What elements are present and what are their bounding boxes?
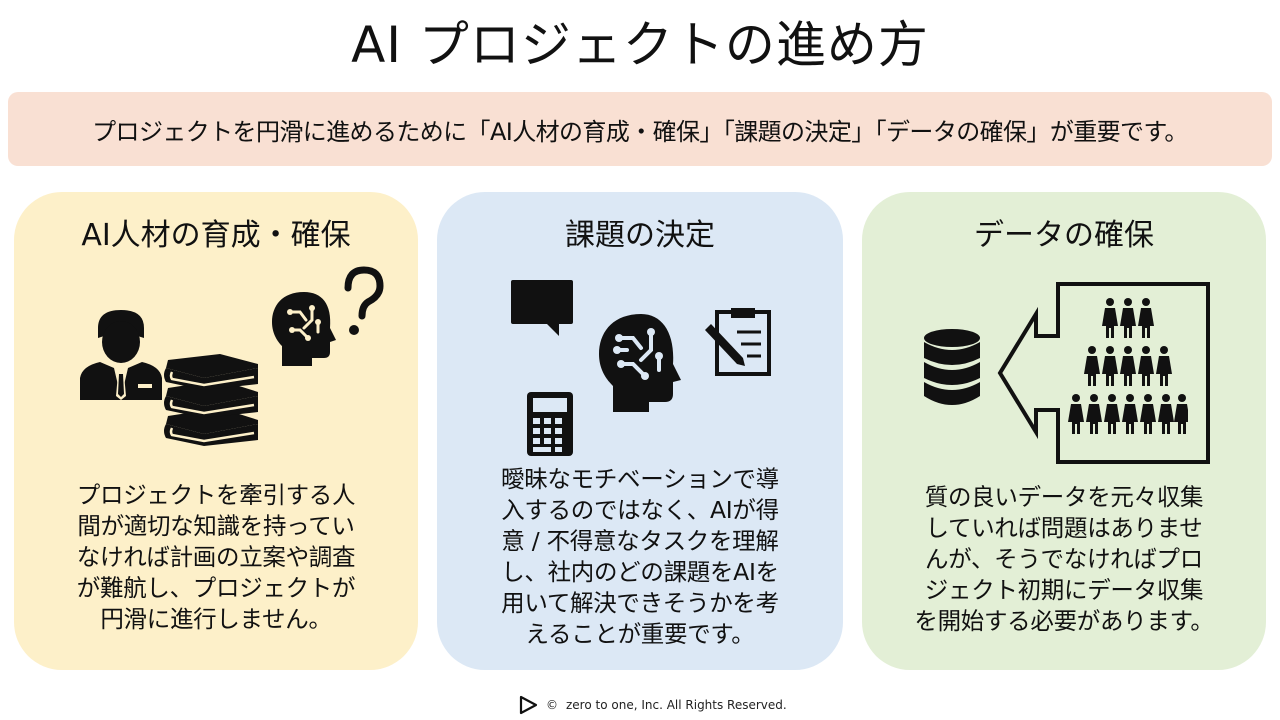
card-title: データの確保 bbox=[974, 218, 1154, 253]
card-description-line: 曖昧なモチベーションで導 bbox=[501, 465, 779, 493]
card-description: プロジェクトを牽引する人 間が適切な知識を持ってい なければ計画の立案や調査 が… bbox=[14, 480, 418, 635]
card-description-line: 円滑に進行しません。 bbox=[100, 605, 332, 633]
card-description-line: んが、そうでなければプロ bbox=[925, 545, 1203, 573]
card-description-line: えることが重要です。 bbox=[525, 620, 755, 648]
card-description-line: なければ計画の立案や調査 bbox=[76, 543, 356, 571]
database-icon bbox=[924, 329, 980, 405]
card-title: AI人材の育成・確保 bbox=[81, 218, 351, 253]
card-description-line: を開始する必要があります。 bbox=[914, 607, 1214, 635]
ai-head-question-icon bbox=[272, 266, 384, 366]
card-data-acquisition: データの確保 質の良いデータを元々収集 していれば問題はありませ んが、そうでな… bbox=[862, 192, 1266, 670]
arrow-left-icon bbox=[997, 282, 1210, 464]
card-description-line: 意 / 不得意なタスクを理解 bbox=[501, 527, 779, 555]
card-ai-talent: AI人材の育成・確保 bbox=[14, 192, 418, 670]
books-icon bbox=[164, 354, 258, 446]
clipboard-pen-icon bbox=[705, 308, 771, 376]
card-description-line: し、社内のどの課題をAIを bbox=[501, 558, 779, 586]
summary-text: プロジェクトを円滑に進めるために「AI人材の育成・確保」「課題の決定」「データの… bbox=[92, 117, 1188, 146]
card-description-line: 間が適切な知識を持ってい bbox=[77, 512, 355, 540]
card-title: 課題の決定 bbox=[565, 218, 715, 253]
summary-banner: プロジェクトを円滑に進めるために「AI人材の育成・確保」「課題の決定」「データの… bbox=[8, 92, 1272, 166]
play-triangle-logo-icon bbox=[519, 695, 538, 715]
footer: © zero to one, Inc. All Rights Reserved. bbox=[518, 694, 787, 716]
card-description-line: していれば問題はありませ bbox=[925, 514, 1203, 542]
card-description-line: 用いて解決できそうかを考 bbox=[501, 589, 779, 617]
page-title: AI プロジェクトの進め方 bbox=[351, 16, 929, 74]
card-description-line: 入するのではなく、AIが得 bbox=[501, 496, 779, 524]
card-description: 曖昧なモチベーションで導 入するのではなく、AIが得 意 / 不得意なタスクを理… bbox=[437, 464, 843, 650]
card-description-line: が難航し、プロジェクトが bbox=[76, 574, 356, 602]
copyright-text: zero to one, Inc. All Rights Reserved. bbox=[566, 698, 787, 712]
people-crowd-icon bbox=[1068, 298, 1188, 434]
card-description: 質の良いデータを元々収集 していれば問題はありませ んが、そうでなければプロ ジ… bbox=[862, 482, 1266, 637]
card-problem-definition: 課題の決定 bbox=[437, 192, 843, 670]
card-description-line: ジェクト初期にデータ収集 bbox=[924, 576, 1204, 604]
card-description-line: 質の良いデータを元々収集 bbox=[924, 483, 1204, 511]
speech-bubble-icon bbox=[511, 280, 573, 336]
copyright-symbol: © bbox=[546, 698, 558, 712]
ai-head-icon bbox=[599, 314, 681, 412]
businessman-icon bbox=[80, 310, 162, 400]
card-description-line: プロジェクトを牽引する人 bbox=[76, 481, 356, 509]
calculator-icon bbox=[527, 392, 573, 456]
